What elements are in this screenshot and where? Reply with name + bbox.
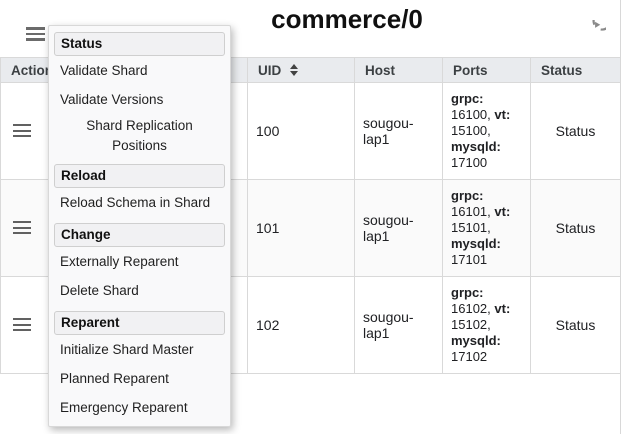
status-cell: Status: [530, 276, 621, 374]
host-cell: sougou-lap1: [354, 82, 443, 180]
nav-menu-icon[interactable]: [24, 25, 48, 45]
uid-cell: 101: [247, 179, 355, 277]
row-actions-icon[interactable]: [13, 318, 31, 332]
ports-cell: grpc: 16102, vt: 15102, mysqld: 17102: [442, 276, 531, 374]
col-header-ports: Ports: [442, 57, 531, 83]
status-cell: Status: [530, 179, 621, 277]
menu-item-emergency-reparent[interactable]: Emergency Reparent: [60, 400, 188, 415]
menu-item-reload-schema-in-shard[interactable]: Reload Schema in Shard: [60, 195, 211, 210]
ports-cell: grpc: 16101, vt: 15101, mysqld: 17101: [442, 179, 531, 277]
page-title: commerce/0: [271, 4, 423, 34]
shard-actions-menu: Status Validate Shard Validate Versions …: [48, 25, 231, 427]
host-cell: sougou-lap1: [354, 276, 443, 374]
menu-item-externally-reparent[interactable]: Externally Reparent: [60, 254, 179, 269]
status-cell: Status: [530, 82, 621, 180]
sort-icon[interactable]: [290, 64, 299, 76]
menu-item-shard-replication-positions[interactable]: Shard Replication Positions: [86, 118, 193, 153]
menu-item-planned-reparent[interactable]: Planned Reparent: [60, 371, 169, 386]
menu-item-delete-shard[interactable]: Delete Shard: [60, 283, 139, 298]
col-header-status: Status: [530, 57, 621, 83]
refresh-icon[interactable]: [580, 11, 612, 46]
menu-section-reload: Reload: [54, 164, 225, 188]
menu-section-status: Status: [54, 32, 225, 56]
menu-item-validate-shard[interactable]: Validate Shard: [60, 63, 148, 78]
menu-item-initialize-shard-master[interactable]: Initialize Shard Master: [60, 342, 194, 357]
menu-section-reparent: Reparent: [54, 311, 225, 335]
col-header-host: Host: [354, 57, 443, 83]
content-right-edge: [620, 0, 628, 434]
uid-cell: 102: [247, 276, 355, 374]
menu-section-change: Change: [54, 223, 225, 247]
menu-item-validate-versions[interactable]: Validate Versions: [60, 92, 164, 107]
row-actions-icon[interactable]: [13, 124, 31, 138]
uid-cell: 100: [247, 82, 355, 180]
col-header-uid[interactable]: UID: [247, 57, 355, 83]
host-cell: sougou-lap1: [354, 179, 443, 277]
row-actions-icon[interactable]: [13, 221, 31, 235]
ports-cell: grpc: 16100, vt: 15100, mysqld: 17100: [442, 82, 531, 180]
